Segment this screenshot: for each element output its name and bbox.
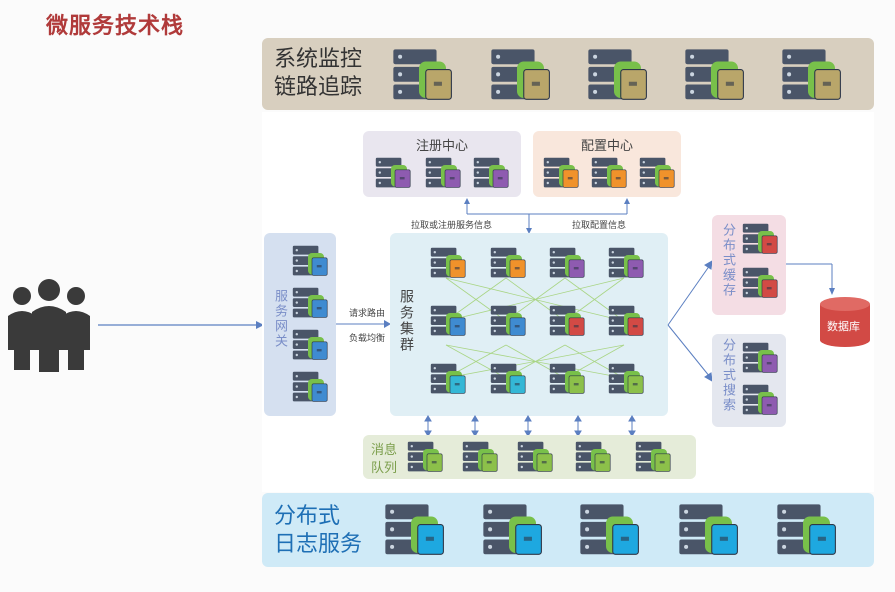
server-icon	[483, 504, 542, 555]
server-icon	[393, 49, 452, 100]
server-icon	[462, 441, 498, 472]
server-icon	[742, 223, 778, 254]
log-label-1: 分布式	[274, 504, 341, 529]
server-icon	[549, 363, 585, 394]
server-icon	[639, 157, 675, 188]
server-icon	[407, 441, 443, 472]
server-icon	[517, 441, 553, 472]
server-icon	[292, 245, 328, 276]
monitor-panel: 系统监控 链路追踪	[262, 38, 874, 110]
mq-label-2: 队列	[371, 461, 398, 476]
database-label: 数据库	[827, 320, 860, 333]
mq-label-1: 消息	[371, 443, 398, 458]
server-icon	[292, 329, 328, 360]
database: 数据库	[818, 296, 872, 348]
server-icon	[549, 247, 585, 278]
service-gateway: 服务网关	[264, 233, 336, 416]
server-icon	[588, 49, 647, 100]
server-icon	[782, 49, 841, 100]
server-icon	[473, 157, 509, 188]
mq-arrows	[424, 415, 636, 437]
database-icon	[820, 297, 870, 347]
server-icon	[608, 247, 644, 278]
user-to-gateway-arrow	[98, 321, 264, 329]
cluster-mesh	[445, 277, 625, 379]
server-icon	[608, 363, 644, 394]
users-icon	[8, 279, 90, 372]
server-icon	[490, 247, 526, 278]
message-queue: 消息 队列	[363, 435, 696, 479]
server-icon	[549, 305, 585, 336]
service-cluster: 服务集群	[390, 233, 668, 416]
route-label: 请求路由	[349, 309, 386, 319]
server-icon	[430, 363, 466, 394]
monitor-label-1: 系统监控	[274, 47, 363, 72]
config-center: 配置中心	[533, 131, 681, 197]
distributed-cache: 分布式缓存	[712, 215, 786, 315]
cluster-label: 服务集群	[398, 289, 414, 353]
server-icon	[685, 49, 744, 100]
server-icon	[575, 441, 611, 472]
server-icon	[292, 371, 328, 402]
gateway-to-cluster-arrow	[336, 320, 391, 328]
config-title: 配置中心	[580, 139, 633, 154]
server-icon	[491, 49, 550, 100]
cache-to-db-arrow	[786, 263, 835, 295]
server-icon	[635, 441, 671, 472]
server-icon	[292, 287, 328, 318]
log-label-2: 日志服务	[274, 532, 363, 557]
pull-config-label: 拉取配置信息	[572, 221, 627, 231]
server-icon	[543, 157, 579, 188]
server-icon	[777, 504, 836, 555]
page-title: 微服务技术栈	[46, 14, 185, 39]
registry-center: 注册中心	[363, 131, 521, 197]
monitor-label-2: 链路追踪	[274, 75, 363, 100]
distributed-search: 分布式搜索	[712, 334, 786, 427]
gateway-label: 服务网关	[272, 289, 287, 349]
log-service-panel: 分布式 日志服务	[262, 493, 874, 567]
server-icon	[742, 384, 778, 415]
server-icon	[490, 363, 526, 394]
server-icon	[375, 157, 411, 188]
pull-register-label: 拉取或注册服务信息	[411, 221, 493, 231]
server-icon	[742, 267, 778, 298]
server-icon	[580, 504, 639, 555]
pull-arrows	[464, 198, 630, 234]
server-icon	[608, 305, 644, 336]
cache-label: 分布式缓存	[720, 223, 735, 298]
server-icon	[430, 247, 466, 278]
server-icon	[385, 504, 444, 555]
server-icon	[425, 157, 461, 188]
registry-title: 注册中心	[415, 139, 468, 154]
server-icon	[430, 305, 466, 336]
server-icon	[679, 504, 738, 555]
search-label: 分布式搜索	[720, 338, 735, 413]
balance-label: 负载均衡	[349, 334, 386, 344]
cluster-to-store-arrows	[667, 260, 713, 382]
server-icon	[490, 305, 526, 336]
server-icon	[591, 157, 627, 188]
server-icon	[742, 342, 778, 373]
